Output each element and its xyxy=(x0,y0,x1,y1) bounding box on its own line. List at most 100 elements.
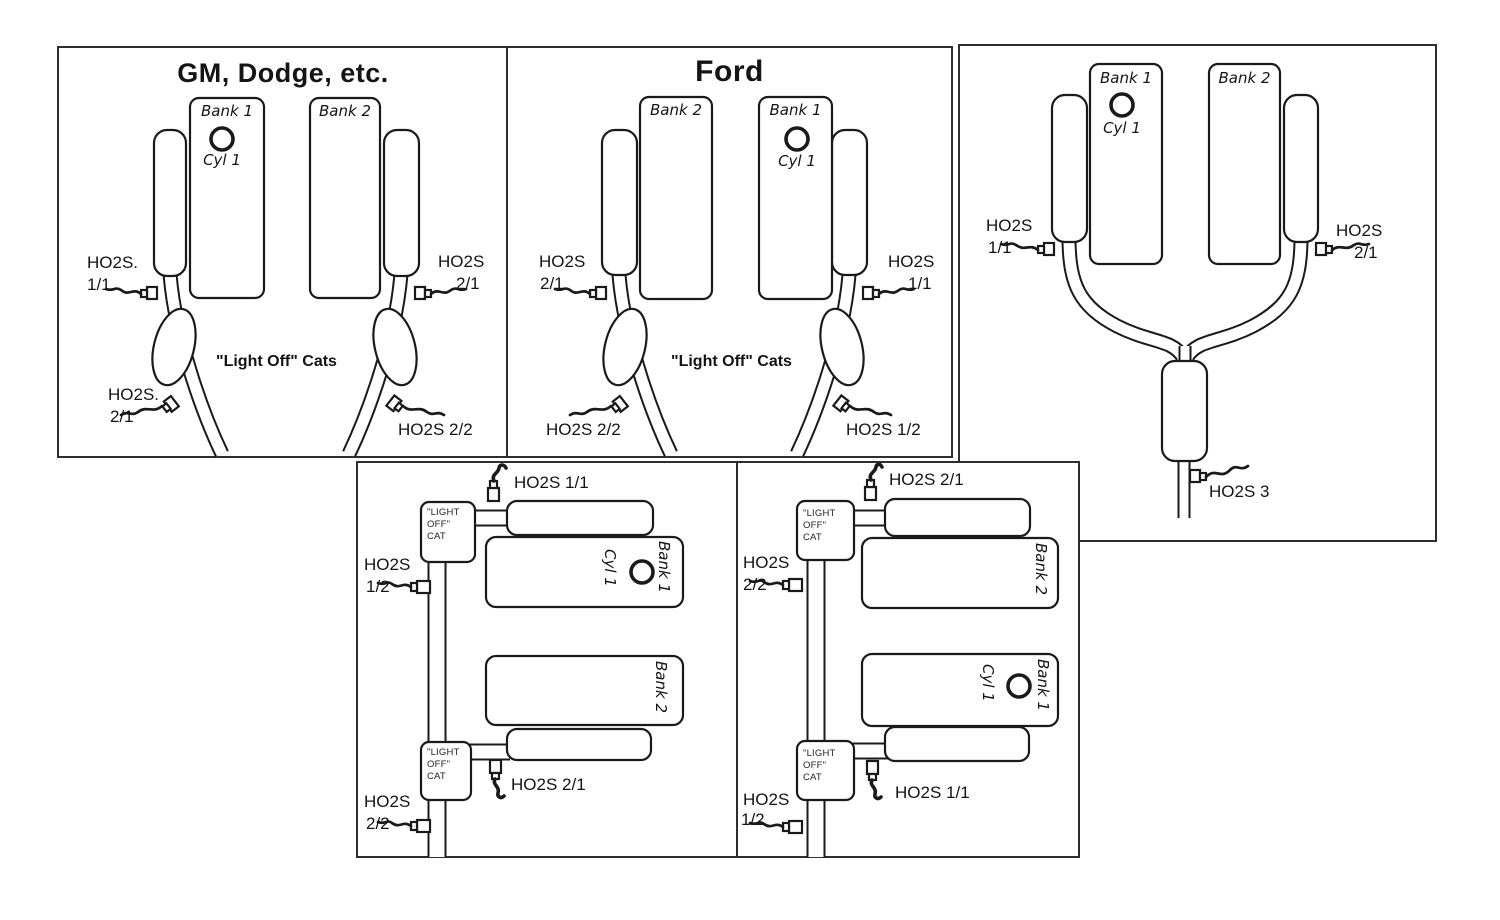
cyl1-marker-icon xyxy=(629,559,655,585)
ho2s-2-2-sensor-icon xyxy=(748,577,804,593)
ho2s-3-sensor-icon xyxy=(1188,464,1250,484)
ho2s-2-2-sensor-icon xyxy=(376,818,432,834)
light-off-cat-right-shape xyxy=(372,307,418,387)
ho2s-2-1-left-sensor-icon xyxy=(119,394,181,417)
transverse-left-diagram-art xyxy=(376,463,685,857)
bank2-label: Bank 2 xyxy=(1032,543,1050,595)
light-off-cat-top-label-line2: OFF" xyxy=(803,520,827,531)
panel-title: Ford xyxy=(695,55,764,88)
cyl1-label: Cyl 1 xyxy=(778,152,816,170)
bank1-manifold-shape xyxy=(505,499,655,537)
bank2-manifold-shape xyxy=(883,497,1032,538)
bank1-label: Bank 1 xyxy=(1100,69,1152,87)
ho2s-3-label: HO2S 3 xyxy=(1209,482,1270,501)
light-off-cat-top-shape xyxy=(795,499,856,562)
cyl1-label: Cyl 1 xyxy=(979,664,997,702)
panel-transverse-right: HO2S 2/1 "LIGHT OFF" CAT HO2S 2/2 Bank 2… xyxy=(736,461,1080,858)
ho2s-1-2-label-line1: HO2S xyxy=(364,555,411,574)
panel-gm-dodge: GM, Dodge, etc. Bank 1 Bank 2 Cyl 1 "Lig… xyxy=(57,46,509,458)
ho2s-1-1-sensor-icon xyxy=(861,285,916,301)
ho2s-1-1-label-line2: 1/1 xyxy=(87,275,111,294)
bank2-label: Bank 2 xyxy=(1218,69,1271,87)
bank2-manifold-shape xyxy=(1282,93,1320,244)
bank2-manifold-shape xyxy=(600,128,639,277)
light-off-cat-bottom-label-line2: OFF" xyxy=(803,760,827,771)
cyl1-marker-icon xyxy=(1109,92,1135,118)
cyl1-label: Cyl 1 xyxy=(601,549,619,587)
ho2s-2-2-label-line2: 2/2 xyxy=(366,814,390,833)
ho2s-2-1-label-line1: HO2S xyxy=(539,252,586,271)
ho2s-2-1-label-line1: HO2S xyxy=(1336,221,1383,240)
bank1-manifold-shape xyxy=(1050,93,1089,244)
bank1-block-shape xyxy=(757,95,834,301)
light-off-cat-top-label-line1: "LIGHT xyxy=(427,507,460,518)
ho2s-1-2-sensor-icon xyxy=(831,393,893,417)
ho2s-2-1-label-line2: 2/1 xyxy=(540,274,564,293)
ho2s-1-1-label-line1: HO2S xyxy=(986,216,1033,235)
ho2s-1-2-label-line1: HO2S xyxy=(743,790,790,809)
light-off-cat-top-label-line3: CAT xyxy=(803,532,822,543)
ho2s-2-2-label: HO2S 2/2 xyxy=(398,420,473,439)
panel-v-engine-single-cat: Bank 1 Cyl 1 Bank 2 HO2S 1/1 HO2S 2/1 HO… xyxy=(958,44,1437,542)
light-off-cat-bottom-label-line1: "LIGHT xyxy=(803,748,836,759)
ho2s-1-1-label-line1: HO2S. xyxy=(87,253,139,272)
light-off-cat-left-shape xyxy=(151,307,197,387)
panel-ford: Ford Bank 2 Bank 1 Cyl 1 "Light Off" Cat… xyxy=(506,46,953,458)
light-off-cat-bottom-label-line3: CAT xyxy=(803,772,822,783)
ho2s-1-2-label-line2: 1/2 xyxy=(741,810,765,829)
panel-title: GM, Dodge, etc. xyxy=(177,58,389,88)
bank1-manifold-shape xyxy=(830,128,869,277)
bank1-label: Bank 1 xyxy=(655,541,673,593)
bank2-block-shape xyxy=(638,95,714,301)
ho2s-2-1-label: HO2S 2/1 xyxy=(889,470,964,489)
ho2s-2-1-sensor-icon xyxy=(488,758,506,800)
ho2s-1-2-sensor-icon xyxy=(748,819,804,835)
light-off-cat-bottom-label-line2: OFF" xyxy=(427,759,451,770)
bank1-exhaust-pipe-shape xyxy=(790,274,857,458)
cyl1-label: Cyl 1 xyxy=(203,151,241,169)
ho2s-1-1-label-line1: HO2S xyxy=(888,252,935,271)
bank1-block-shape xyxy=(484,535,685,609)
bank1-block-shape xyxy=(1088,62,1164,266)
ho2s-2-1-sensor-icon xyxy=(553,285,608,301)
ho2s-1-1-label: HO2S 1/1 xyxy=(514,473,589,492)
ho2s-2-1-label-line2: 2/1 xyxy=(1354,243,1378,262)
bank2-exhaust-pipe-shape xyxy=(342,273,409,458)
bank2-exhaust-pipe-shape xyxy=(611,274,678,458)
light-off-cats-note: "Light Off" Cats xyxy=(671,353,792,370)
ho2s-1-1-sensor-icon xyxy=(865,759,883,801)
bank2-label: Bank 2 xyxy=(319,102,371,120)
v-engine-diagram-art xyxy=(999,62,1371,518)
bank2-manifold-shape xyxy=(505,727,653,762)
bank1-label: Bank 1 xyxy=(201,102,253,120)
light-off-cat-bottom-shape xyxy=(419,740,473,802)
ho2s-1-1-label-line2: 1/1 xyxy=(908,274,932,293)
ho2s-1-2-label-line2: 1/2 xyxy=(366,577,390,596)
bank2-block-shape xyxy=(484,654,685,727)
ho2s-1-1-sensor-icon xyxy=(999,241,1056,257)
ho2s-2-2-sensor-icon xyxy=(384,393,446,417)
ho2s-2-1-sensor-icon xyxy=(1314,241,1371,257)
ho2s-2-2-sensor-icon xyxy=(568,394,630,417)
bank1-manifold-shape xyxy=(883,725,1031,763)
bank2-label: Bank 2 xyxy=(650,101,702,119)
bank2-block-shape xyxy=(1207,62,1282,266)
ho2s-1-2-label: HO2S 1/2 xyxy=(846,420,921,439)
light-off-cats-note: "Light Off" Cats xyxy=(216,353,337,370)
ho2s-2-1-sensor-icon xyxy=(863,463,884,502)
ho2s-1-2-sensor-icon xyxy=(376,579,432,595)
light-off-cat-bottom-label-line1: "LIGHT xyxy=(427,747,460,758)
ho2s-2-1-right-sensor-icon xyxy=(413,285,468,301)
bank2-manifold-shape xyxy=(382,128,421,278)
bank2-label: Bank 2 xyxy=(652,661,670,713)
ho2s-2-1-left-label-line2: 2/1 xyxy=(110,407,134,426)
bank1-exhaust-pipe-shape xyxy=(162,273,229,458)
ho2s-1-1-sensor-icon xyxy=(104,285,159,301)
cyl1-label: Cyl 1 xyxy=(1103,119,1141,137)
ho2s-2-2-label: HO2S 2/2 xyxy=(546,420,621,439)
ho2s-2-1-right-label-line2: 2/1 xyxy=(456,274,480,293)
ho2s-1-1-label-line2: 1/1 xyxy=(988,238,1012,257)
bank2-block-shape xyxy=(860,536,1060,610)
ho2s-1-1-sensor-icon xyxy=(486,463,508,503)
